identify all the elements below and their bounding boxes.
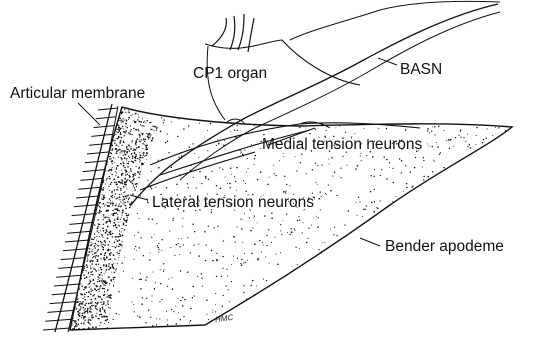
- label-basn: BASN: [400, 62, 442, 78]
- leader-articular-membrane: [78, 103, 100, 125]
- cp1-organ-dendrites: [212, 14, 254, 52]
- label-lateral-tension-neurons: Lateral tension neurons: [152, 195, 314, 211]
- label-medial-tension-neurons: Medial tension neurons: [262, 137, 422, 153]
- label-cp1-organ: CP1 organ: [193, 66, 267, 82]
- leader-bender-apodeme: [360, 238, 380, 246]
- label-bender-apodeme: Bender apodeme: [385, 239, 504, 255]
- label-articular-membrane: Articular membrane: [10, 86, 145, 102]
